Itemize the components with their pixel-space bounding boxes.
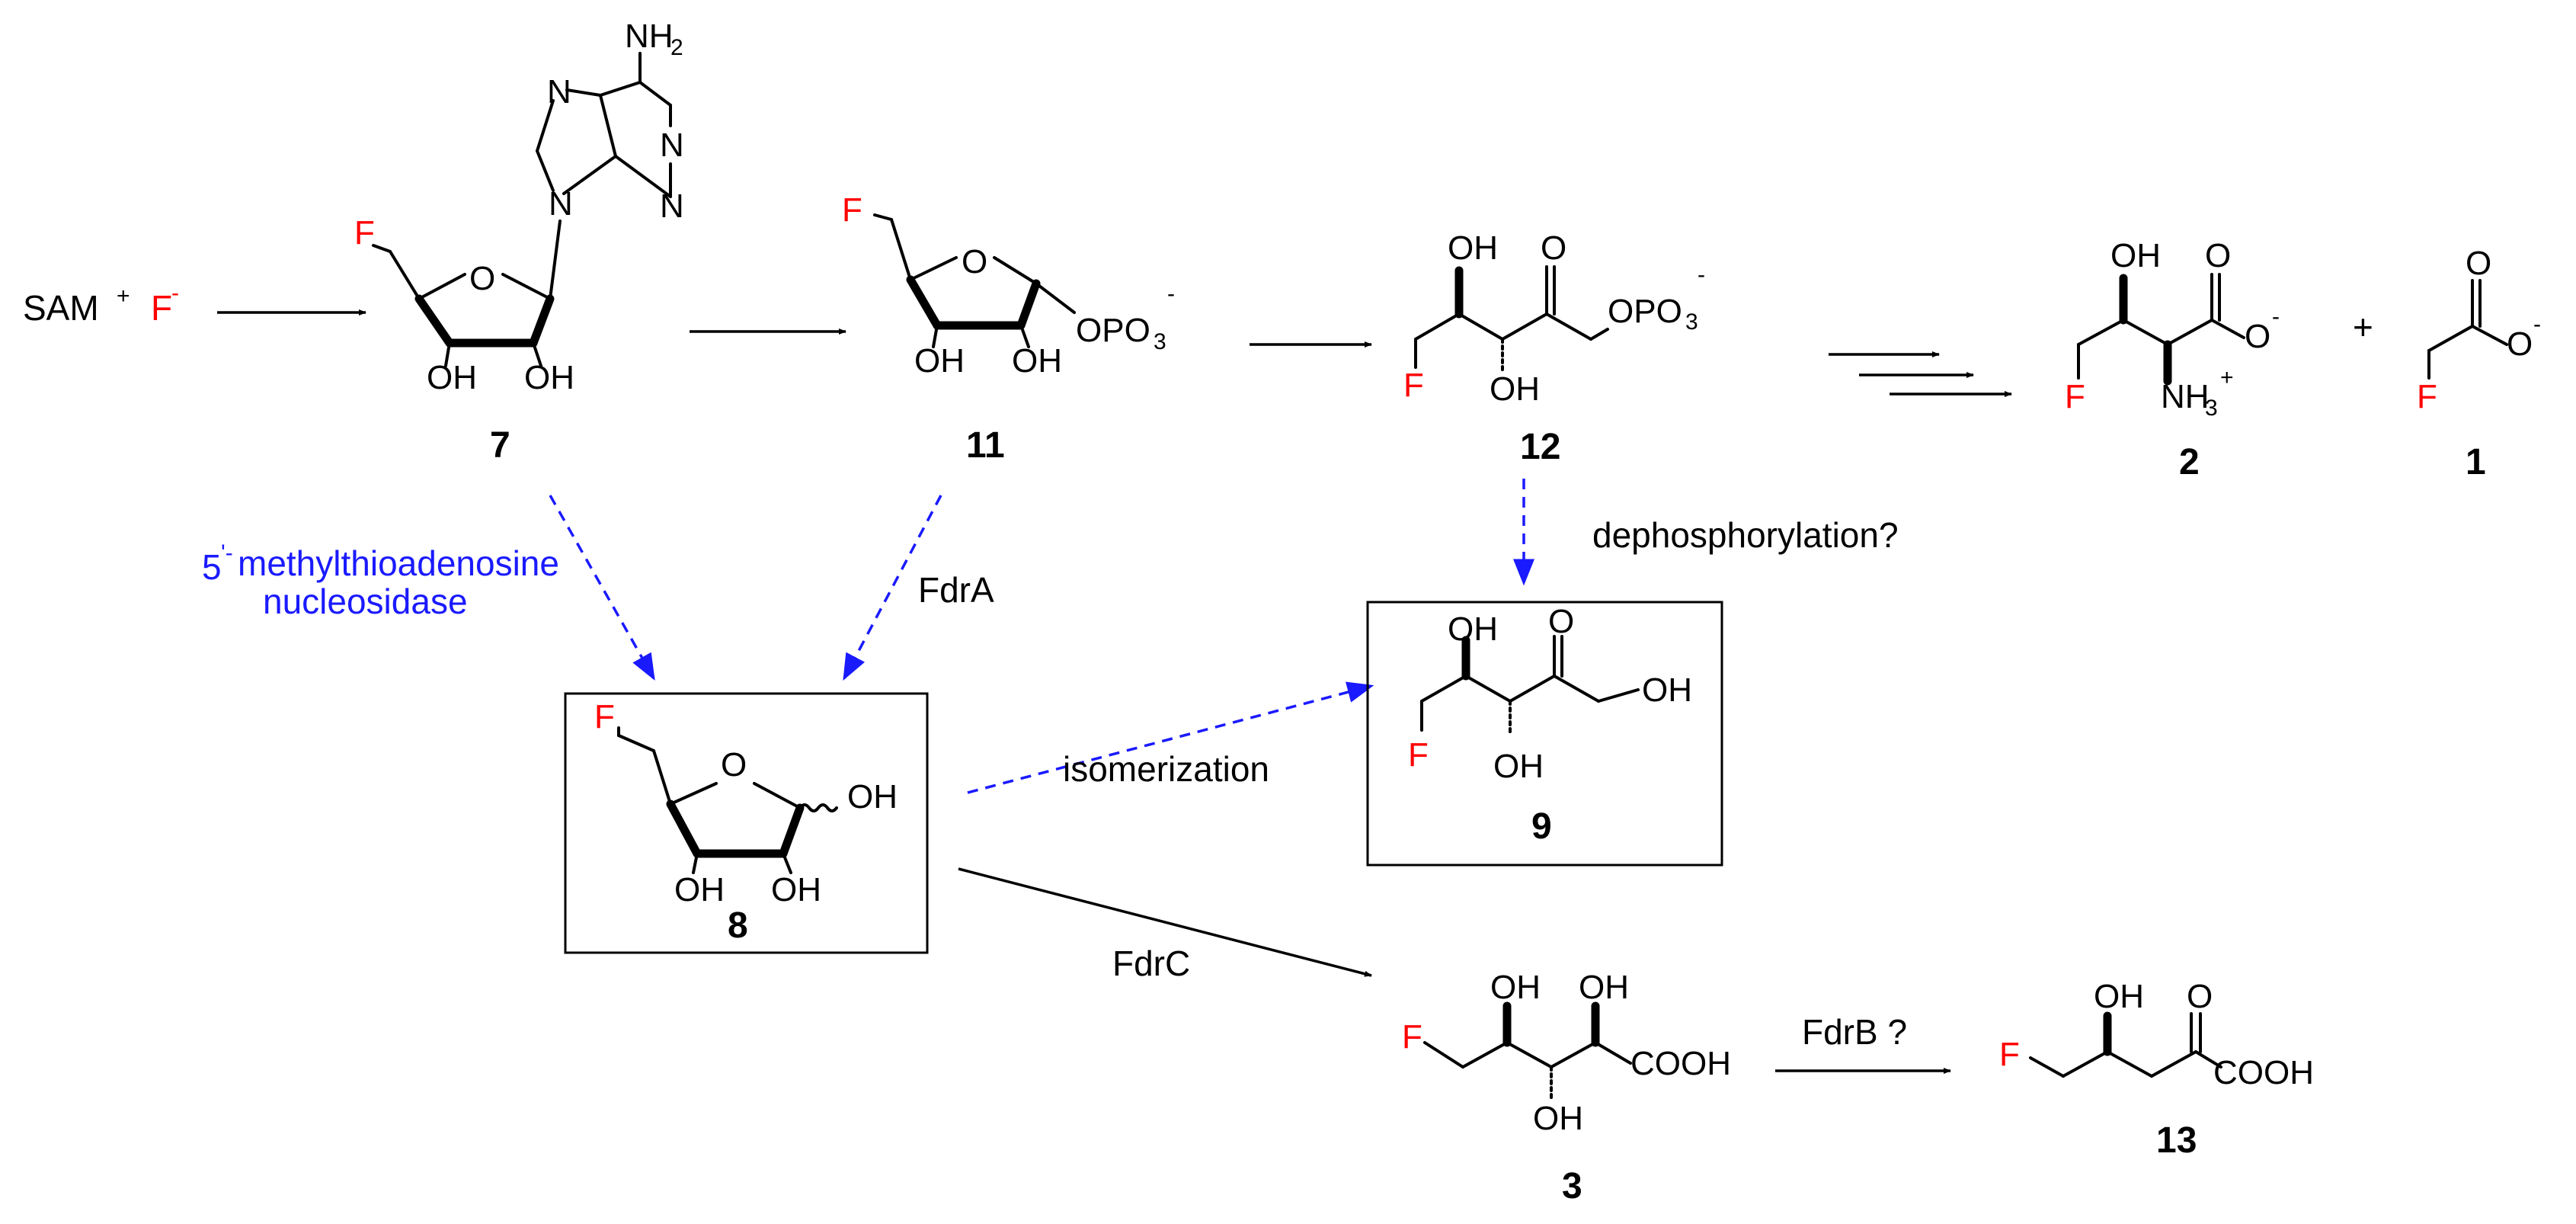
charge-11: - — [1167, 281, 1175, 306]
atom-f-7: F — [354, 214, 375, 252]
atom-f-13: F — [1999, 1036, 2020, 1073]
atom-oh-12a: OH — [1448, 229, 1498, 267]
isomerization-label: isomerization — [1063, 749, 1269, 789]
atom-oh-13: OH — [2094, 978, 2144, 1015]
enzyme-mtan-prime: '- — [221, 540, 233, 566]
dashed-arrow-8-to-9 — [967, 681, 1374, 794]
atom-n7: N — [547, 73, 571, 111]
atom-o-2b: O — [2245, 318, 2270, 355]
plus-between-2-and-1: + — [2353, 307, 2373, 347]
atom-oh-7b: OH — [524, 359, 574, 396]
atom-ring-o-7: O — [469, 260, 495, 297]
atom-nh3: NH — [2161, 378, 2210, 415]
atom-nh2: NH — [625, 18, 674, 55]
subscript-3-12: 3 — [1685, 309, 1698, 335]
reactants: SAM + F - — [23, 280, 179, 328]
charge-12: - — [1698, 262, 1705, 287]
fluoride-label: F — [151, 288, 172, 328]
atom-cooh-3: COOH — [1630, 1045, 1731, 1082]
atom-opo3-11: OPO — [1076, 312, 1150, 349]
compound-7-label: 7 — [490, 425, 510, 466]
enzyme-mtan-prefix: 5 — [202, 547, 222, 587]
compound-8: O F OH OH OH 8 — [594, 698, 898, 946]
compound-11: O F OH OH OPO 3 - 11 — [842, 191, 1175, 466]
atom-n9: N — [549, 185, 573, 223]
compound-12: OH O OH F OPO 3 - 12 — [1403, 229, 1705, 467]
multi-step-arrow — [1829, 351, 2012, 397]
subscript-3-11: 3 — [1154, 329, 1166, 354]
compound-12-label: 12 — [1520, 427, 1560, 467]
atom-opo3-12: OPO — [1608, 293, 1682, 330]
charge-1: - — [2533, 312, 2541, 337]
subscript-3-2: 3 — [2205, 396, 2218, 421]
atom-oh-3b: OH — [1579, 969, 1629, 1006]
atom-o-2a: O — [2205, 237, 2231, 274]
compound-3: F OH OH OH COOH 3 — [1402, 969, 1731, 1206]
atom-f-12: F — [1403, 367, 1424, 404]
dashed-arrow-7-to-8 — [549, 495, 655, 681]
compound-8-label: 8 — [728, 905, 748, 946]
atom-oh-9b: OH — [1493, 748, 1544, 785]
atom-ring-o-11: O — [962, 243, 987, 280]
box-compound-8 — [564, 692, 929, 954]
compound-2-label: 2 — [2179, 442, 2200, 482]
atom-f-11: F — [842, 191, 862, 229]
atom-n3: N — [660, 187, 684, 225]
atom-oh-3a: OH — [1490, 969, 1541, 1006]
atom-f-8: F — [594, 698, 615, 735]
enzyme-fdra-label: FdrA — [918, 570, 994, 610]
charge-2: - — [2272, 304, 2280, 329]
atom-oh-12b: OH — [1490, 370, 1540, 408]
atom-f-1: F — [2417, 378, 2437, 415]
fluoride-charge: - — [171, 280, 179, 306]
dephosphorylation-label: dephosphorylation? — [1592, 515, 1899, 555]
atom-f-9: F — [1408, 736, 1429, 774]
atom-f-3: F — [1402, 1018, 1422, 1056]
atom-oh-7a: OH — [427, 359, 477, 396]
compound-1-label: 1 — [2466, 442, 2486, 482]
atom-ring-o-8: O — [721, 746, 747, 783]
atom-o-13: O — [2187, 978, 2213, 1015]
atom-oh-11b: OH — [1012, 342, 1062, 380]
enzyme-mtan-label: 5 '- methylthioadenosine nucleosidase — [202, 540, 559, 621]
atom-oh-2: OH — [2110, 237, 2161, 274]
sam-label: SAM — [23, 288, 99, 328]
compound-3-label: 3 — [1562, 1166, 1582, 1206]
arrow-8-to-3 — [958, 867, 1372, 977]
charge-nh3: + — [2220, 365, 2234, 390]
reactant-plus: + — [117, 284, 130, 309]
enzyme-fdrb-label: FdrB ? — [1802, 1012, 1907, 1052]
atom-o-9: O — [1548, 603, 1574, 640]
enzyme-mtan-line1: methylthioadenosine — [238, 543, 559, 583]
atom-oh-9c: OH — [1642, 671, 1692, 709]
atom-n1: N — [660, 127, 684, 164]
atom-o-12: O — [1541, 229, 1566, 267]
atom-oh-8b: OH — [771, 871, 821, 908]
atom-o-1b: O — [2507, 325, 2533, 363]
compound-9: OH O OH OH F 9 — [1408, 603, 1692, 847]
dashed-arrow-11-to-8 — [843, 495, 942, 681]
compound-7: NH 2 N N N N O F OH OH 7 — [354, 18, 684, 466]
box-compound-9 — [1366, 601, 1723, 867]
atom-cooh-13: COOH — [2213, 1054, 2314, 1091]
compound-11-label: 11 — [966, 425, 1005, 466]
subscript-2: 2 — [670, 35, 683, 60]
atom-oh-9a: OH — [1448, 610, 1498, 648]
compound-1: O O - F 1 — [2417, 245, 2541, 482]
enzyme-mtan-line2: nucleosidase — [263, 582, 468, 621]
atom-f-2: F — [2065, 378, 2085, 415]
compound-9-label: 9 — [1531, 806, 1552, 847]
atom-oh-8-anomeric: OH — [847, 778, 898, 815]
atom-oh-8a: OH — [674, 871, 725, 908]
enzyme-fdrc-label: FdrC — [1112, 944, 1190, 983]
atom-o-1a: O — [2466, 245, 2491, 282]
compound-13: F OH O COOH 13 — [1999, 978, 2314, 1161]
compound-13-label: 13 — [2156, 1120, 2197, 1161]
wavy-bond-8 — [798, 803, 838, 812]
atom-oh-11a: OH — [914, 342, 965, 380]
atom-oh-3c: OH — [1533, 1100, 1583, 1137]
compound-2: OH O O - F NH 3 + 2 — [2065, 237, 2280, 482]
